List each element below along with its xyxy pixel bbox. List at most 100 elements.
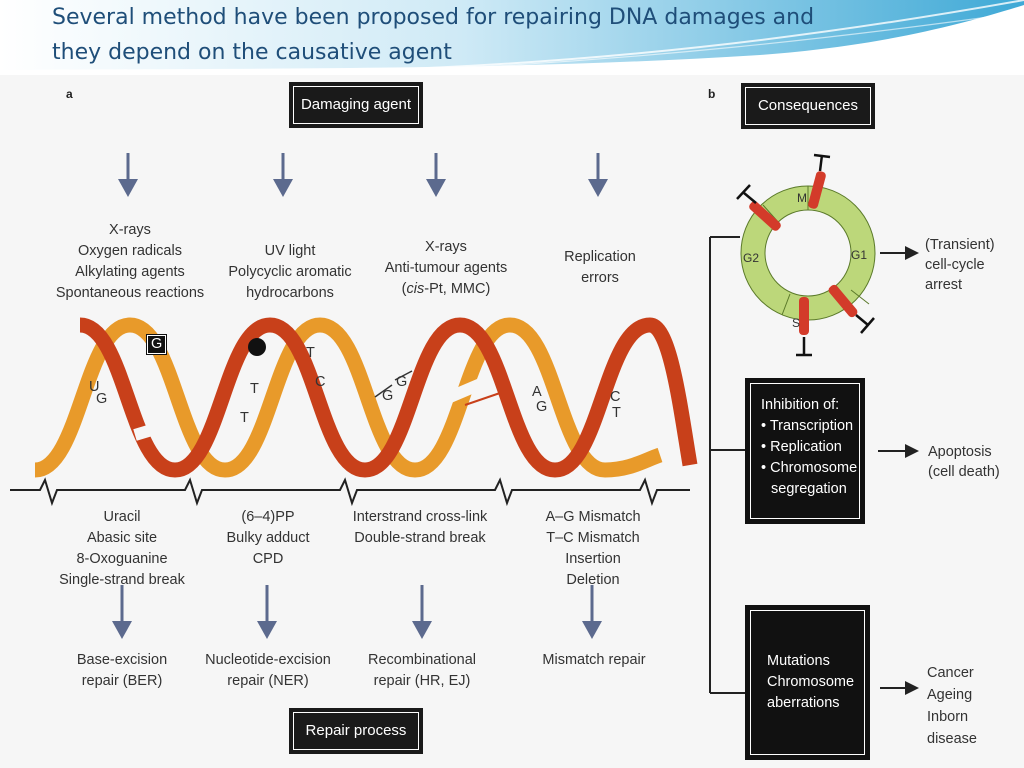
title-line-1: Several method have been proposed for re…: [52, 5, 815, 30]
agent-label: X-rays: [109, 222, 151, 238]
outcomes-text: Cancer Ageing Inborn disease: [927, 662, 977, 750]
phase-label-g1: G1: [851, 248, 868, 262]
apoptosis-line: Apoptosis: [928, 444, 992, 460]
inhibition-item: • Transcription: [761, 418, 854, 434]
base-letter: T: [306, 345, 315, 361]
down-arrow-icon: [273, 153, 293, 197]
slide-title: Several method have been proposed for re…: [52, 0, 952, 70]
base-letter: T: [250, 381, 259, 397]
agent-label: errors: [581, 270, 619, 286]
dna-helix: [33, 317, 698, 478]
outcome-line: Cancer: [927, 665, 974, 681]
inhibition-icon: [796, 337, 812, 357]
phase-label-g2: G2: [743, 251, 760, 265]
repair-label: Recombinational: [367, 652, 477, 668]
base-letter: G: [536, 399, 548, 415]
repair-label: Nucleotide-excision: [205, 652, 331, 668]
outcome-arrows: [878, 246, 919, 695]
phase-label-s: S: [792, 316, 801, 330]
lesion-label: CPD: [252, 551, 284, 567]
repair-group-1: Base-excision repair (BER): [77, 650, 167, 692]
mutations-line: aberrations: [767, 695, 840, 711]
agent-label: UV light: [264, 243, 316, 259]
strand-break: [133, 417, 177, 441]
base-letter: C: [315, 374, 326, 390]
lesion-label: Deletion: [566, 572, 620, 588]
lesion-label: Interstrand cross-link: [352, 509, 488, 525]
down-arrow-icon: [426, 153, 446, 197]
inhibition-item: segregation: [771, 481, 847, 497]
repair-group-2: Nucleotide-excision repair (NER): [205, 650, 331, 692]
repair-group-4: Mismatch repair: [542, 650, 645, 671]
base-letter: G: [382, 388, 394, 404]
panel-b-letter: b: [708, 87, 716, 101]
down-arrow-icon: [588, 153, 608, 197]
base-letter: T: [240, 410, 249, 426]
arrest-line: (Transient): [925, 237, 995, 253]
agent-group-4: Replication errors: [564, 247, 636, 289]
lesion-label: Double-strand break: [354, 530, 486, 546]
agent-label: hydrocarbons: [246, 285, 334, 301]
crosslink-mark: [464, 392, 501, 406]
lesion-group-2: (6–4)PP Bulky adduct CPD: [226, 507, 309, 570]
arrest-line: cell-cycle: [925, 257, 985, 273]
repair-label: repair (BER): [81, 673, 163, 689]
mutations-line: Mutations: [767, 653, 830, 669]
arrest-text: (Transient) cell-cycle arrest: [925, 235, 995, 295]
lesion-label: Insertion: [565, 551, 621, 567]
lesion-label: Uracil: [103, 509, 141, 525]
repair-label: Base-excision: [76, 652, 168, 668]
arrest-line: arrest: [925, 277, 963, 293]
repair-label: Mismatch repair: [542, 652, 646, 668]
agent-label: Polycyclic aromatic: [228, 264, 352, 280]
base-letter: G: [396, 374, 408, 390]
helix-back-strand: [33, 317, 663, 478]
consequences-header: Consequences: [741, 83, 875, 129]
agent-arrows: [118, 153, 608, 197]
down-arrow-icon: [112, 585, 132, 639]
lesion-group-3: Interstrand cross-link Double-strand bre…: [353, 507, 488, 549]
inhibition-icon: [855, 314, 875, 334]
inhibition-item: • Chromosome: [761, 460, 858, 476]
repair-label: repair (HR, EJ): [373, 673, 471, 689]
repair-label: repair (NER): [227, 673, 309, 689]
phase-label-m: M: [797, 191, 807, 205]
agent-label: Anti-tumour agents: [384, 260, 508, 276]
checkpoint-marker: [749, 201, 781, 231]
down-arrow-icon: [118, 153, 138, 197]
agent-label: X-rays: [425, 239, 467, 255]
lesion-group-1: Uracil Abasic site 8-Oxoguanine Single-s…: [59, 507, 185, 591]
baseline: [10, 477, 690, 507]
outcome-line: Ageing: [927, 687, 973, 703]
mutations-box: Mutations Chromosome aberrations: [745, 605, 870, 760]
lesion-label: Abasic site: [86, 530, 158, 546]
title-line-2: they depend on the causative agent: [52, 40, 452, 65]
inhibition-title: Inhibition of:: [761, 397, 840, 413]
figure: a Damaging agent X-rays Oxygen radicals …: [0, 75, 1024, 768]
base-letter: C: [610, 389, 621, 405]
base-letter: A: [532, 384, 542, 400]
inhibition-item: • Replication: [761, 439, 842, 455]
agent-label: Oxygen radicals: [78, 243, 182, 259]
agent-label: Alkylating agents: [75, 264, 185, 280]
apoptosis-text: Apoptosis (cell death): [928, 442, 1000, 482]
agent-group-1: X-rays Oxygen radicals Alkylating agents…: [56, 220, 204, 304]
helix-front-strand: [78, 317, 698, 478]
damaging-agent-header: Damaging agent: [289, 82, 423, 128]
checkpoint-marker: [828, 284, 858, 318]
outcome-line: disease: [927, 731, 977, 747]
checkpoint-marker: [799, 297, 809, 335]
outcome-line: Inborn: [927, 709, 969, 725]
down-arrow-icon: [582, 585, 602, 639]
checkpoint-marker: [808, 171, 826, 209]
lesion-label: 8-Oxoguanine: [76, 551, 168, 567]
cell-cycle-diagram: [736, 153, 876, 357]
bulky-adduct-icon: [248, 338, 266, 356]
repair-process-footer: Repair process: [289, 708, 423, 754]
agent-label: Replication: [564, 249, 636, 265]
agent-group-3: X-rays Anti-tumour agents (cis-Pt, MMC): [385, 237, 508, 300]
lesion-group-4: A–G Mismatch T–C Mismatch Insertion Dele…: [545, 507, 640, 591]
down-arrow-icon: [257, 585, 277, 639]
panel-a-letter: a: [66, 87, 73, 101]
agent-label: (cis-Pt, MMC): [401, 281, 491, 297]
